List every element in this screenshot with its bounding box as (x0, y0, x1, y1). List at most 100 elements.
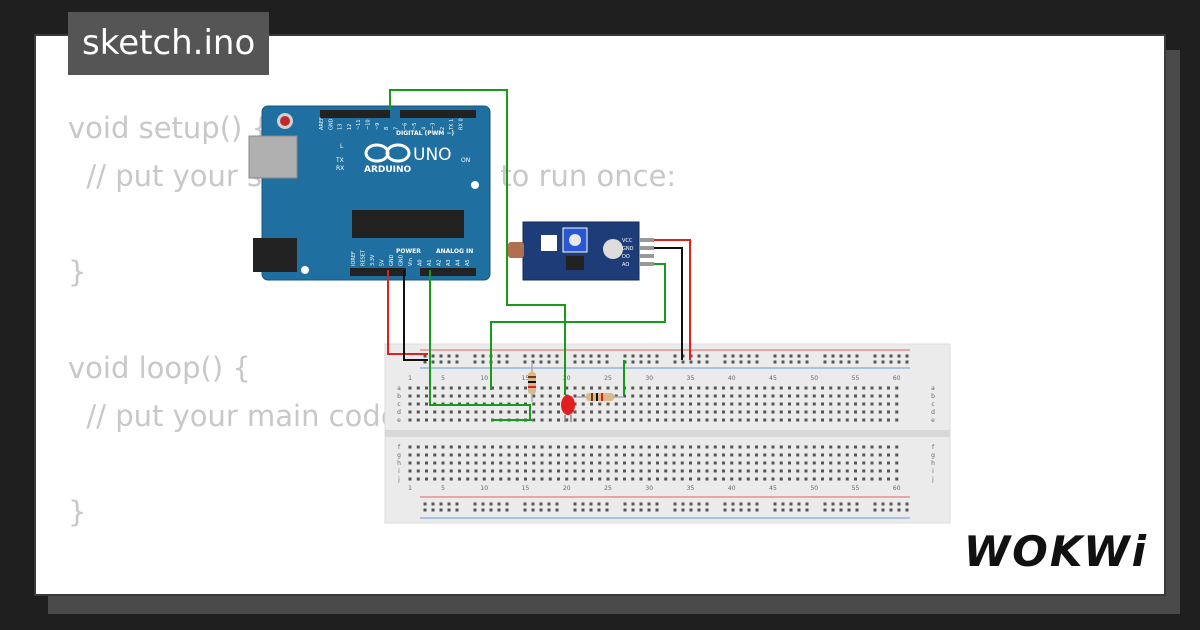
pin-label: ~6 (403, 123, 409, 130)
arduino-uno[interactable]: UNO ARDUINO DIGITAL (PWM ~) POWER ANALOG… (248, 105, 491, 281)
file-tab[interactable]: sketch.ino (68, 12, 270, 75)
wire-green-sensor-ao (490, 263, 666, 390)
pin-label: A2 (437, 259, 443, 266)
pin-label: AREF (319, 117, 325, 130)
resistor-horizontal[interactable] (576, 393, 624, 401)
sensor-led-power (541, 235, 557, 251)
column-number: 30 (645, 485, 653, 492)
wire-red-5v (387, 270, 428, 355)
microcontroller-chip (352, 210, 464, 238)
red-led[interactable] (561, 395, 575, 422)
column-number: 35 (687, 375, 695, 382)
wire-green-a0 (429, 270, 531, 420)
wokwi-logo: WOKWi (963, 527, 1148, 576)
row-letter: j (397, 476, 400, 483)
breadboard-holes (408, 354, 909, 512)
led-label-tx: TX (335, 157, 344, 164)
row-letter: d (397, 409, 401, 416)
arduino-logo-icon (364, 143, 411, 163)
row-letter: a (931, 385, 935, 392)
row-letter: c (931, 401, 934, 408)
pin-label: IOREF (351, 251, 357, 266)
column-number: 25 (604, 375, 612, 382)
usb-port (248, 135, 298, 179)
pin-label: A1 (427, 259, 433, 266)
pin-label: GND (399, 254, 405, 266)
sensor-pin-gnd: GND (622, 246, 634, 252)
column-number: 5 (441, 375, 445, 382)
pin-label: ~5 (412, 123, 418, 130)
wire-black-gnd (403, 270, 428, 361)
pin-label: GND (389, 254, 395, 266)
code-line: void loop() { (68, 351, 251, 385)
power-jack (253, 238, 297, 272)
row-letter: b (397, 393, 401, 400)
photoresistor (508, 242, 524, 258)
column-number: 20 (563, 485, 571, 492)
light-sensor-module[interactable]: VCC GND DO AO (508, 221, 654, 281)
column-number: 50 (810, 485, 818, 492)
sensor-pin-ao: AO (622, 262, 629, 268)
column-number: 15 (522, 375, 530, 382)
digital-label: DIGITAL (PWM ~) (396, 130, 454, 137)
column-number: 45 (769, 375, 777, 382)
pin-label: 12 (347, 124, 353, 130)
resistor-vertical[interactable] (528, 362, 536, 402)
row-letter: j (931, 476, 934, 483)
pin-label: A3 (446, 259, 452, 266)
column-number: 5 (441, 485, 445, 492)
pin-label: GND (328, 118, 334, 130)
led-label-rx: RX (336, 165, 344, 172)
led-label-on: ON (461, 157, 470, 164)
pin-label: 3.3V (370, 254, 376, 266)
wire-black-sensor-gnd (654, 247, 683, 360)
comparator-chip (566, 256, 584, 270)
sensor-pin-vcc: VCC (622, 238, 633, 244)
row-letter: f (932, 444, 935, 451)
code-line: void setup() { (68, 111, 270, 145)
pin-label: 7 (393, 127, 399, 130)
pin-label: 4 (421, 127, 427, 130)
pin-label: 13 (338, 124, 344, 130)
row-letter: e (397, 417, 401, 424)
pin-label: ~10 (366, 119, 372, 130)
column-number: 45 (769, 485, 777, 492)
column-number: 10 (480, 485, 488, 492)
board-model: UNO (413, 145, 452, 165)
column-number: 50 (810, 375, 818, 382)
row-letter: c (397, 401, 400, 408)
pin-label: ~9 (375, 123, 381, 130)
code-line: } (68, 255, 87, 289)
wire-red-vcc (654, 239, 691, 360)
row-letter: g (931, 452, 935, 459)
pin-label: 8 (384, 127, 390, 130)
row-letter: f (398, 444, 401, 451)
row-letter: i (932, 468, 934, 475)
row-letter: h (931, 460, 935, 467)
sensor-mount-hole (603, 239, 623, 259)
pin-label: A0 (418, 259, 424, 266)
row-letter: h (397, 460, 401, 467)
wire-green-pin8 (389, 89, 566, 395)
row-letter: d (931, 409, 935, 416)
breadboard: 1155101015152020252530303535404045455050… (384, 343, 951, 524)
led-label-l: L (340, 143, 344, 150)
code-line: } (68, 495, 87, 529)
column-number: 40 (728, 485, 736, 492)
column-number: 15 (522, 485, 530, 492)
column-number: 55 (852, 375, 860, 382)
row-letter: i (398, 468, 400, 475)
pin-label: A4 (456, 259, 462, 266)
column-number: 60 (893, 485, 901, 492)
pin-label: A5 (465, 259, 471, 266)
pin-label: RX 0 (459, 118, 465, 130)
column-number: 20 (563, 375, 571, 382)
column-number: 1 (408, 485, 412, 492)
power-label: POWER (396, 248, 421, 255)
breadboard-column-numbers: 1155101015152020252530303535404045455050… (408, 375, 901, 492)
column-number: 1 (408, 375, 412, 382)
column-number: 25 (604, 485, 612, 492)
